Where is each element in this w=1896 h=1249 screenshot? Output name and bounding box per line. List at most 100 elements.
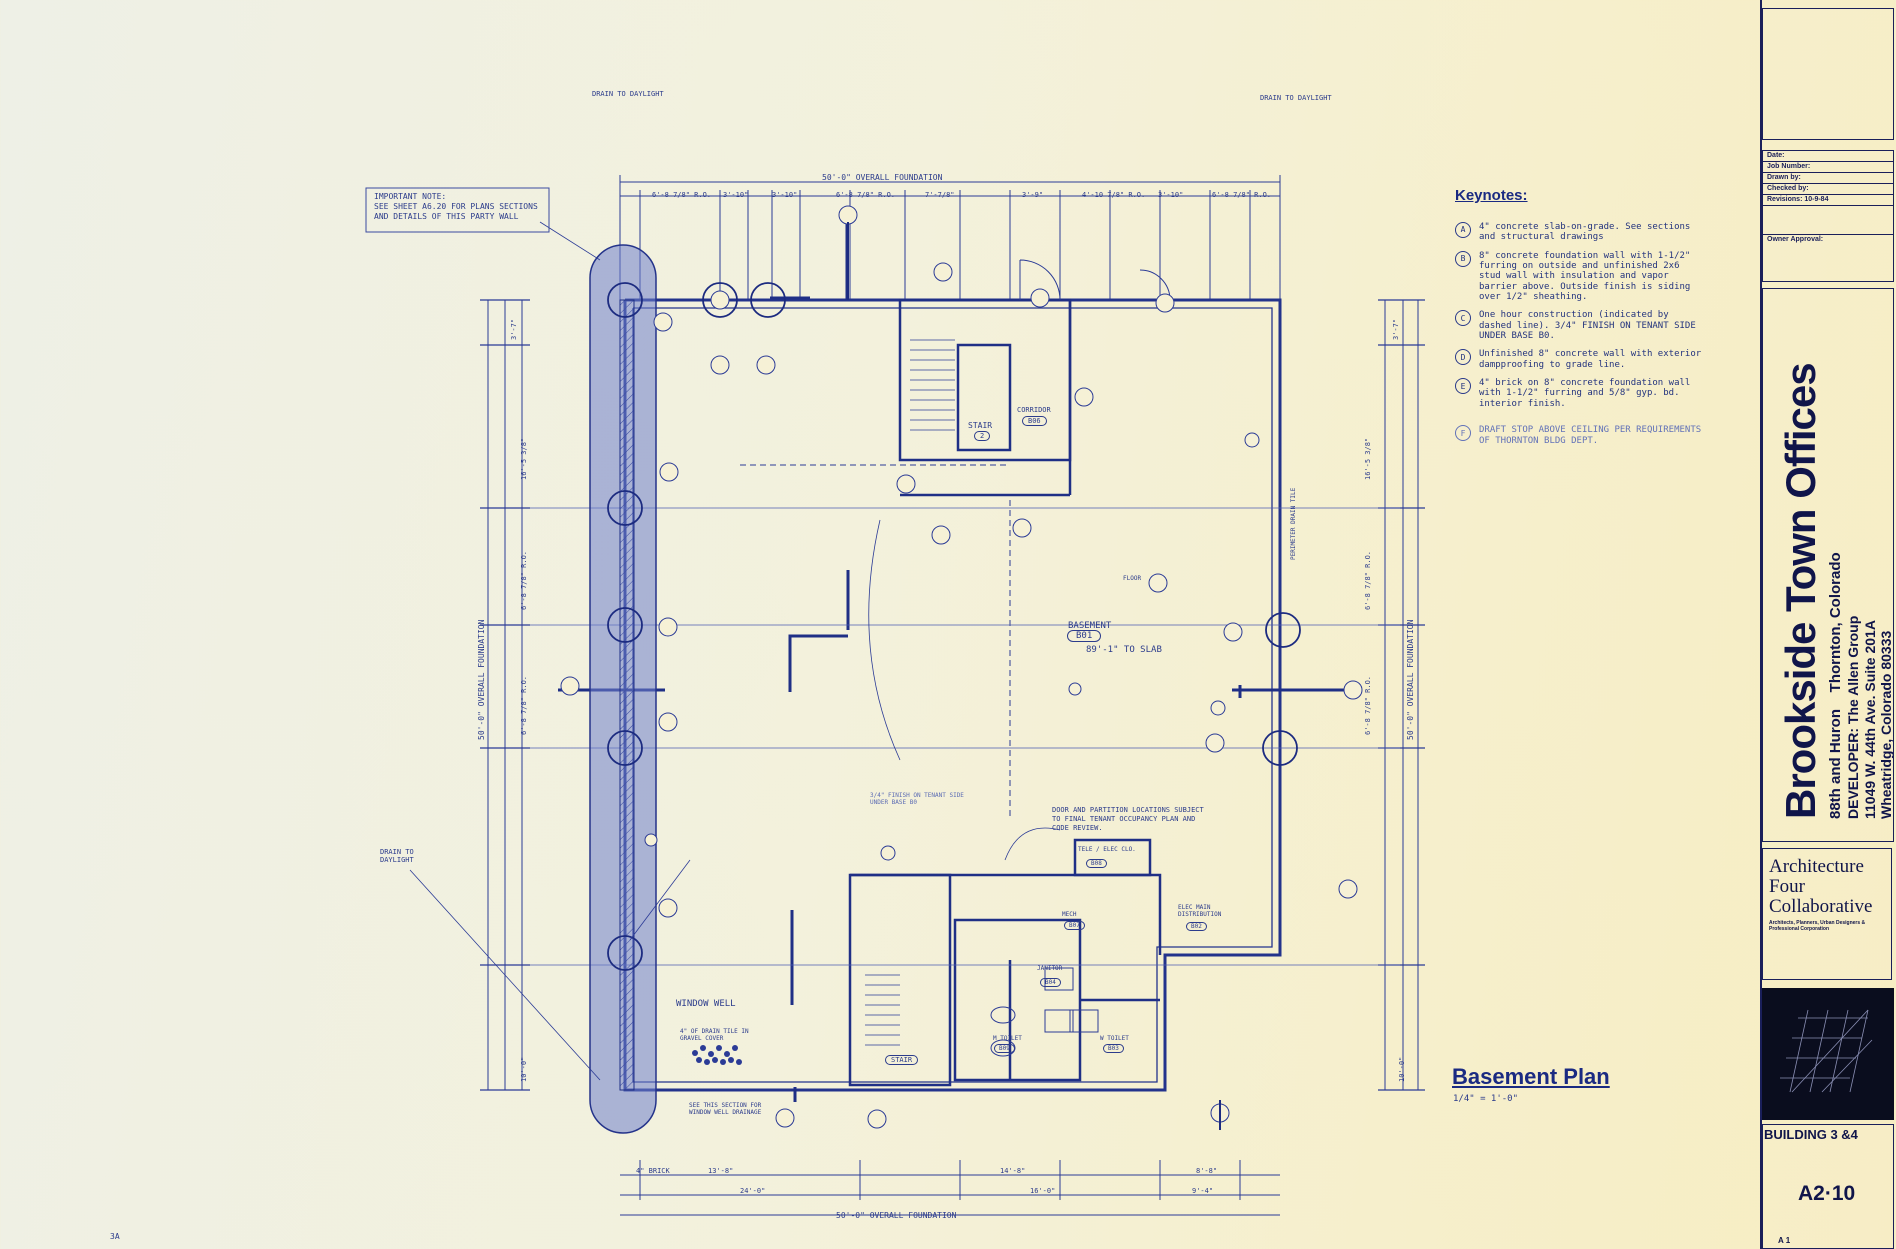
- keynote-c: C One hour construction (indicated by da…: [1455, 310, 1705, 341]
- floor-drain-label: FLOOR: [1123, 575, 1142, 582]
- drain-tile-note: 4" OF DRAIN TILE IN GRAVEL COVER: [680, 1028, 749, 1042]
- architect-block: Architecture Four Collaborative Architec…: [1762, 848, 1892, 980]
- dimension-left-4: 6'-8 7/8" R.O.: [520, 675, 528, 735]
- keynote-a-tag: A: [1455, 222, 1471, 238]
- job-number-field: Job Number:: [1763, 162, 1893, 173]
- overall-dimension-top: 50'-0" OVERALL FOUNDATION: [822, 173, 943, 182]
- firm-logo: [1762, 988, 1894, 1120]
- stair-number: 2: [974, 431, 991, 441]
- firm-name-line-1: Architecture: [1769, 856, 1864, 877]
- developer-label: DEVELOPER:: [1845, 727, 1861, 819]
- date-field: Date:: [1763, 151, 1893, 162]
- corridor-label: CORRIDOR: [1017, 406, 1051, 414]
- project-info-box: Brookside Town Offices 88th and Huron Th…: [1762, 288, 1894, 842]
- title-block-fields: Date: Job Number: Drawn by: Checked by: …: [1762, 150, 1894, 282]
- keynote-a-text: 4" concrete slab-on-grade. See sections …: [1479, 222, 1691, 243]
- window-well-section-note: SEE THIS SECTION FOR WINDOW WELL DRAINAG…: [689, 1102, 762, 1116]
- drain-to-daylight-left: DRAIN TO DAYLIGHT: [592, 90, 664, 98]
- keynotes-panel: Keynotes: A 4" concrete slab-on-grade. S…: [1455, 187, 1705, 454]
- dimension-top-7: 4'-10 7/8" R.O.: [1082, 191, 1146, 199]
- owner-approval-field: Owner Approval:: [1767, 236, 1824, 243]
- developer-address-1: 11049 W. 44th Ave. Suite 201A: [1862, 620, 1878, 819]
- keynote-f-tag: F: [1455, 425, 1471, 442]
- overall-dimension-left: 50'-0" OVERALL FOUNDATION: [477, 619, 486, 740]
- dimension-bottom2-1: 4" BRICK: [636, 1167, 670, 1175]
- dimension-top-3: 3'-10": [772, 191, 798, 199]
- stair-label: STAIR: [968, 421, 993, 430]
- firm-name-line-3: Collaborative: [1769, 896, 1873, 917]
- mech-label: MECH: [1062, 911, 1077, 918]
- dimension-right-2: 16'-5 3/8": [1364, 437, 1372, 480]
- sheet-small-number: A 1: [1778, 1236, 1791, 1245]
- tele-room-number: B08: [1086, 859, 1107, 868]
- keynote-e-text: 4" brick on 8" concrete foundation wall …: [1479, 378, 1691, 409]
- dimension-left-2: 16'-5 3/8": [520, 437, 528, 480]
- dimension-top-6: 3'-9": [1022, 191, 1044, 199]
- title-block: [1760, 0, 1896, 1249]
- important-note: IMPORTANT NOTE: SEE SHEET A6.20 FOR PLAN…: [374, 192, 546, 222]
- janitor-room-number: B04: [1040, 978, 1061, 987]
- keynote-c-text: One hour construction (indicated by dash…: [1479, 310, 1696, 342]
- basement-slab-elevation: 89'-1" TO SLAB: [1086, 645, 1162, 655]
- important-note-text: SEE SHEET A6.20 FOR PLANS SECTIONS AND D…: [374, 202, 538, 221]
- keynote-d: D Unfinished 8" concrete wall with exter…: [1455, 349, 1705, 370]
- project-title: Brookside Town Offices: [1777, 363, 1824, 819]
- checked-by-field: Checked by:: [1763, 184, 1893, 195]
- dimension-bottom2-4: 8'-8": [1196, 1167, 1218, 1175]
- tele-elec-closet-label: TELE / ELEC CLO.: [1078, 846, 1136, 853]
- project-location: 88th and Huron Thornton, Colorado: [1827, 552, 1844, 819]
- dimension-top-9: 6'-8 7/8" R.O.: [1212, 191, 1272, 199]
- project-location-city: Thornton, Colorado: [1827, 552, 1844, 693]
- dimension-bottom2-3: 14'-8": [1000, 1167, 1026, 1175]
- keynote-b: B 8" concrete foundation wall with 1-1/2…: [1455, 250, 1705, 303]
- floor-plan-drawing: [365, 175, 1425, 1216]
- dimension-left-3: 6'-8 7/8" R.O.: [520, 550, 528, 610]
- grid-logo-icon: [1780, 1009, 1873, 1093]
- firm-name-line-2: Four: [1769, 876, 1805, 897]
- dimension-right-1: 3'-7": [1392, 318, 1400, 340]
- project-location-street: 88th and Huron: [1827, 708, 1844, 819]
- drain-to-daylight-right: DRAIN TO DAYLIGHT: [1260, 94, 1332, 102]
- dimension-bottom-3: 9'-4": [1192, 1187, 1214, 1195]
- dimension-left-1: 3'-7": [510, 318, 518, 340]
- plan-title: Basement Plan: [1452, 1064, 1610, 1089]
- drawn-by-field: Drawn by:: [1763, 173, 1893, 184]
- perimeter-drain-note: PERIMETER DRAIN TILE: [1290, 487, 1297, 560]
- firm-subtitle: Architects, Planners, Urban Designers & …: [1769, 920, 1866, 932]
- janitor-label: JANITOR: [1037, 965, 1063, 972]
- revisions-field: Revisions: 10-9-84: [1763, 195, 1893, 206]
- mens-toilet-label: M TOILET: [993, 1035, 1022, 1042]
- basement-label: BASEMENT: [1068, 621, 1112, 631]
- elec-room-number: B02: [1186, 922, 1207, 931]
- dimension-top-8: 3'-10": [1158, 191, 1184, 199]
- overall-dimension-right: 50'-0" OVERALL FOUNDATION: [1406, 619, 1415, 740]
- dimension-right-5: 10'-0": [1398, 1056, 1406, 1082]
- mech-room-number: B07: [1064, 921, 1085, 930]
- developer-name: The Allen Group: [1845, 615, 1861, 725]
- overall-dimension-bottom: 50'-0" OVERALL FOUNDATION: [836, 1211, 957, 1220]
- title-block-stamp-area: [1762, 8, 1894, 140]
- plan-scale: 1/4" = 1'-0": [1453, 1094, 1519, 1104]
- developer-line: DEVELOPER: The Allen Group: [1845, 616, 1861, 819]
- corner-mark: 3A: [110, 1232, 120, 1241]
- dimension-top-5: 7'-7/8": [925, 191, 955, 199]
- drain-to-daylight-side: DRAIN TO DAYLIGHT: [380, 848, 414, 864]
- sheet-number: A2·10: [1798, 1182, 1856, 1205]
- tenant-finish-note: 3/4" FINISH ON TENANT SIDE UNDER BASE B0: [870, 792, 964, 806]
- dimension-bottom2-2: 13'-8": [708, 1167, 734, 1175]
- developer-address-2: Wheatridge, Colorado 80333: [1878, 630, 1894, 819]
- window-well-label: WINDOW WELL: [676, 999, 736, 1009]
- keynote-e: E 4" brick on 8" concrete foundation wal…: [1455, 378, 1705, 409]
- lower-stair-label: STAIR: [885, 1055, 919, 1065]
- keynotes-title: Keynotes:: [1455, 187, 1528, 204]
- dimension-top-2: 3'-10": [723, 191, 749, 199]
- elec-distribution-label: ELEC MAIN DISTRIBUTION: [1178, 904, 1222, 918]
- keynote-b-text: 8" concrete foundation wall with 1-1/2" …: [1479, 250, 1691, 303]
- keynote-b-tag: B: [1455, 250, 1471, 267]
- womens-toilet-label: W TOILET: [1100, 1035, 1129, 1042]
- important-note-title: IMPORTANT NOTE:: [374, 192, 447, 201]
- basement-room-number: B01: [1067, 630, 1102, 642]
- dimension-top-4: 6'-8 7/8" R.O.: [836, 191, 896, 199]
- keynote-d-tag: D: [1455, 349, 1471, 366]
